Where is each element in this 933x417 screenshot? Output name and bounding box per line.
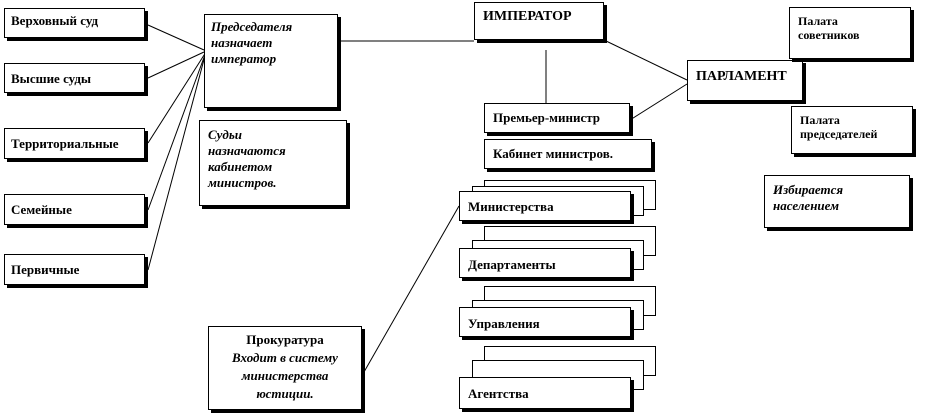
departments-box: Департаменты: [459, 248, 631, 278]
ministries-label: Министерства: [468, 199, 554, 214]
agencies-box: Агентства: [459, 377, 631, 409]
judges-line-4: министров.: [208, 175, 277, 190]
cabinet-box: Кабинет министров.: [484, 139, 652, 169]
prosecutor-note-line-2: министерства: [241, 368, 329, 383]
line-supreme-court: [147, 24, 205, 51]
parliament-box: ПАРЛАМЕНТ: [687, 60, 803, 101]
line-high-courts: [147, 51, 205, 79]
prosecutor-box: Прокуратура Входит в систему министерств…: [208, 326, 362, 410]
line-primary: [147, 51, 207, 271]
high-courts-label: Высшие суды: [11, 71, 92, 86]
agencies-label: Агентства: [468, 386, 529, 401]
chairmen-line-2: назначает: [211, 35, 273, 50]
elected-line-2: населением: [773, 198, 840, 213]
judges-line-1: Судьи: [208, 127, 243, 142]
cabinet-label: Кабинет министров.: [493, 146, 613, 161]
elected-line-1: Избирается: [773, 182, 844, 197]
chamber-of-chairmen-line-1: Палата: [800, 113, 840, 127]
primary-courts-label: Первичные: [11, 262, 80, 277]
line-parliament-pm: [629, 83, 688, 121]
judges-line-3: кабинетом: [208, 159, 273, 174]
prosecutor-title: Прокуратура: [246, 332, 324, 347]
chairmen-appointment-box: Председателя назначает император: [204, 14, 338, 108]
supreme-court-box: Верховный суд: [4, 8, 145, 38]
elected-note-box: Избирается населением: [764, 175, 910, 228]
ministries-box: Министерства: [459, 191, 631, 221]
departments-label: Департаменты: [468, 257, 556, 272]
prime-minister-label: Премьер-министр: [493, 110, 601, 125]
chairmen-line-3: император: [211, 51, 277, 66]
primary-courts-box: Первичные: [4, 254, 145, 285]
directorates-label: Управления: [468, 316, 540, 331]
council-chamber-line-1: Палата: [798, 14, 838, 28]
emperor-label: ИМПЕРАТОР: [483, 9, 572, 24]
line-family: [147, 51, 207, 211]
judges-appointment-box: Судьи назначаются кабинетом министров.: [199, 120, 347, 206]
line-prosecutor-ministries: [363, 205, 460, 373]
high-courts-box: Высшие суды: [4, 63, 145, 93]
council-chamber-box: Палата советников: [789, 7, 911, 59]
judges-line-2: назначаются: [208, 143, 286, 158]
emperor-box: ИМПЕРАТОР: [474, 2, 604, 40]
council-chamber-line-2: советников: [798, 28, 860, 42]
territorial-courts-label: Территориальные: [11, 136, 119, 151]
prime-minister-box: Премьер-министр: [484, 103, 630, 133]
family-courts-box: Семейные: [4, 194, 145, 225]
supreme-court-label: Верховный суд: [11, 13, 99, 28]
parliament-label: ПАРЛАМЕНТ: [696, 69, 787, 84]
prosecutor-note-line-3: юстиции.: [256, 386, 314, 401]
line-territorial: [147, 51, 207, 144]
chamber-of-chairmen-line-2: председателей: [800, 127, 878, 141]
territorial-courts-box: Территориальные: [4, 128, 145, 159]
family-courts-label: Семейные: [11, 202, 72, 217]
prosecutor-note-line-1: Входит в систему: [232, 350, 338, 365]
chairmen-line-1: Председателя: [211, 19, 293, 34]
directorates-box: Управления: [459, 307, 631, 337]
line-emperor-parliament: [603, 39, 688, 81]
chamber-of-chairmen-box: Палата председателей: [791, 106, 913, 154]
